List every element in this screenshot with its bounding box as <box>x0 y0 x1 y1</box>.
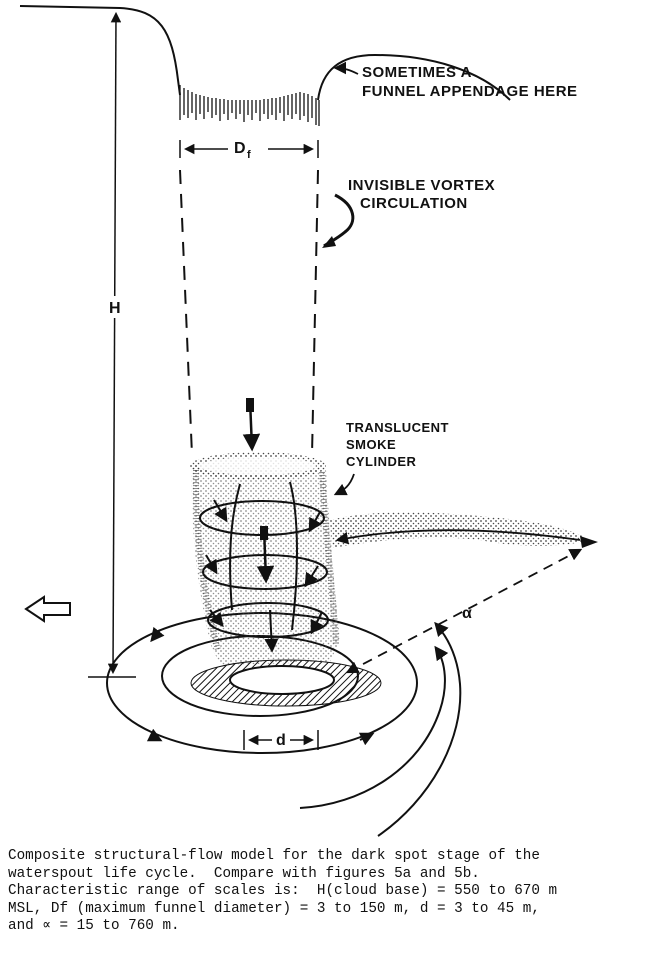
alpha-label: α <box>462 605 472 622</box>
vortex-label-1: INVISIBLE VORTEX <box>348 177 495 194</box>
figure-caption: Composite structural-flow model for the … <box>8 848 648 936</box>
caption-line-4: MSL, Df (maximum funnel diameter) = 3 to… <box>8 900 540 917</box>
height-dimension: H <box>88 11 136 678</box>
caption-line-1: Composite structural-flow model for the … <box>8 848 540 864</box>
invisible-vortex-callout: INVISIBLE VORTEX CIRCULATION <box>322 177 495 248</box>
spot-diameter-dimension: d <box>243 730 319 750</box>
invisible-vortex-boundary <box>179 169 319 456</box>
caption-line-2: waterspout life cycle. Compare with figu… <box>8 865 480 882</box>
funnel-appendage-label-2: FUNNEL APPENDAGE HERE <box>362 83 578 100</box>
spot-diameter-label: d <box>276 732 286 749</box>
wind-direction-arrow <box>24 595 71 623</box>
funnel-diameter-dimension: D f <box>179 140 319 161</box>
smoke-label-3: CYLINDER <box>346 454 417 469</box>
funnel-diameter-subscript: f <box>247 149 251 161</box>
smoke-cylinder-callout: TRANSLUCENT SMOKE CYLINDER <box>333 420 449 496</box>
downdraft-arrows <box>242 398 279 653</box>
funnel-appendage-callout: SOMETIMES A FUNNEL APPENDAGE HERE <box>333 61 578 100</box>
smoke-trail <box>330 512 598 548</box>
alpha-dimension: α <box>345 548 583 674</box>
cloud-base <box>19 5 511 126</box>
caption-line-5: and ∝ = 15 to 760 m. <box>8 918 180 935</box>
waterspout-diagram: SOMETIMES A FUNNEL APPENDAGE HERE D f IN… <box>19 5 598 837</box>
funnel-diameter-label: D <box>234 140 246 157</box>
caption-line-3: Characteristic range of scales is: H(clo… <box>8 883 558 900</box>
dark-spot <box>190 659 382 707</box>
vortex-label-2: CIRCULATION <box>360 195 468 212</box>
smoke-label-1: TRANSLUCENT <box>346 420 449 435</box>
height-label: H <box>109 300 121 317</box>
funnel-appendage-fringe <box>179 85 320 126</box>
funnel-appendage-label-1: SOMETIMES A <box>362 64 472 81</box>
smoke-label-2: SMOKE <box>346 437 396 452</box>
inflow-arcs <box>299 621 462 837</box>
